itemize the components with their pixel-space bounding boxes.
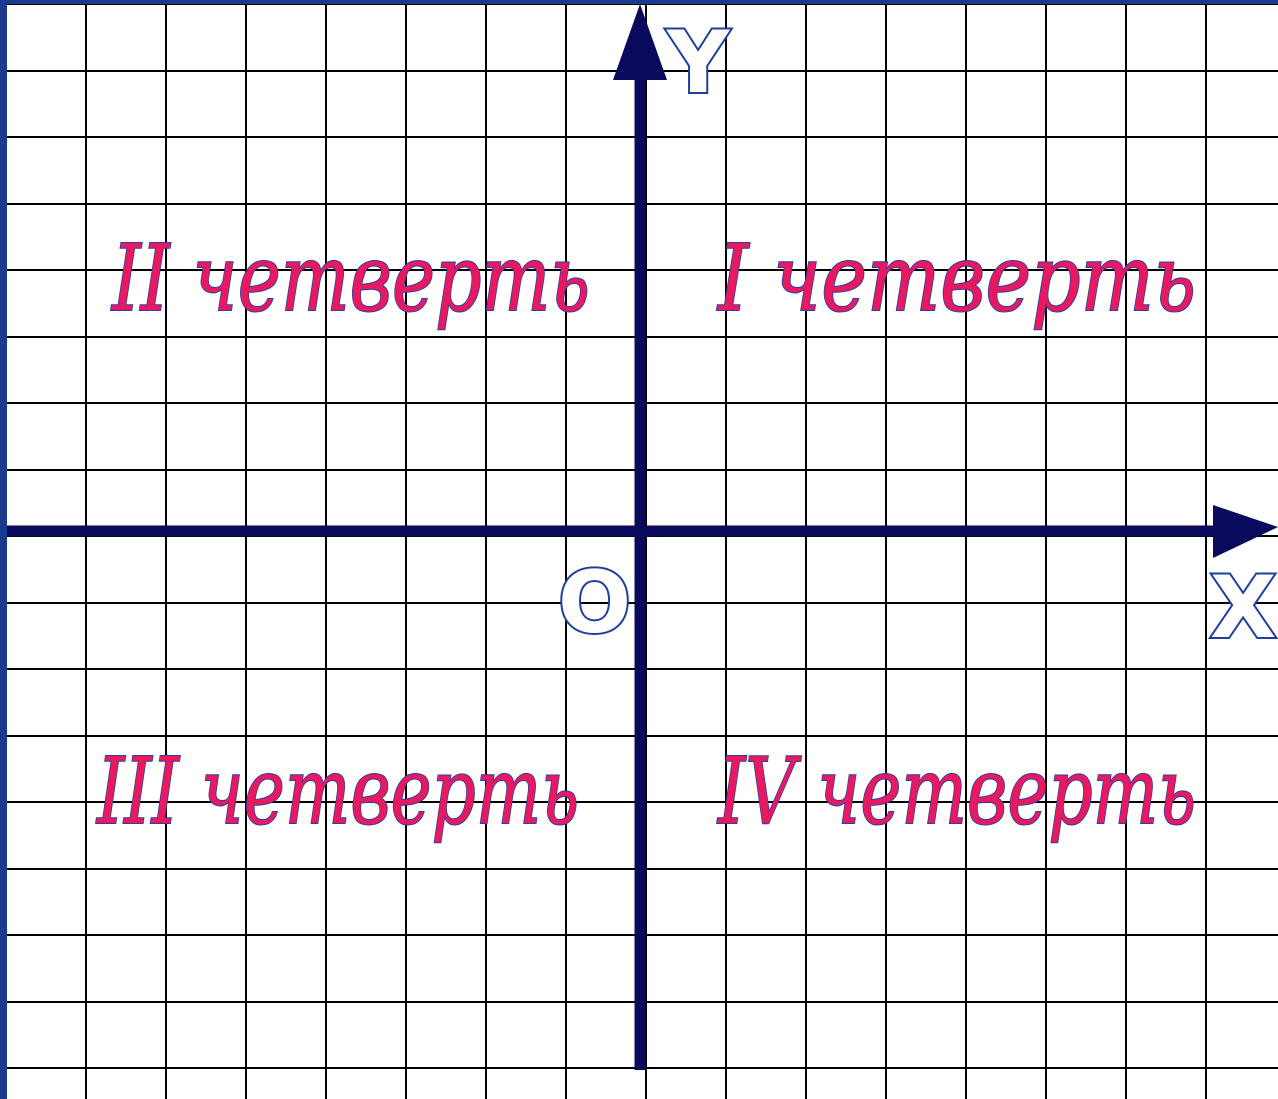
quadrant-4-label: IV четверть (716, 738, 1196, 845)
x-axis-label: X (1210, 558, 1276, 658)
slide-frame-left (0, 0, 7, 1099)
x-axis-arrow (1213, 505, 1278, 558)
y-axis-arrow (613, 4, 667, 80)
quadrant-2-label: II четверть (110, 225, 590, 332)
y-axis-label: Y (666, 13, 731, 113)
origin-label: O (558, 553, 631, 653)
quadrant-1-label: I четверть (716, 225, 1196, 332)
quadrant-3-label: III четверть (95, 738, 579, 845)
axes (0, 4, 1278, 1070)
slide-frame-top (0, 0, 1278, 4)
